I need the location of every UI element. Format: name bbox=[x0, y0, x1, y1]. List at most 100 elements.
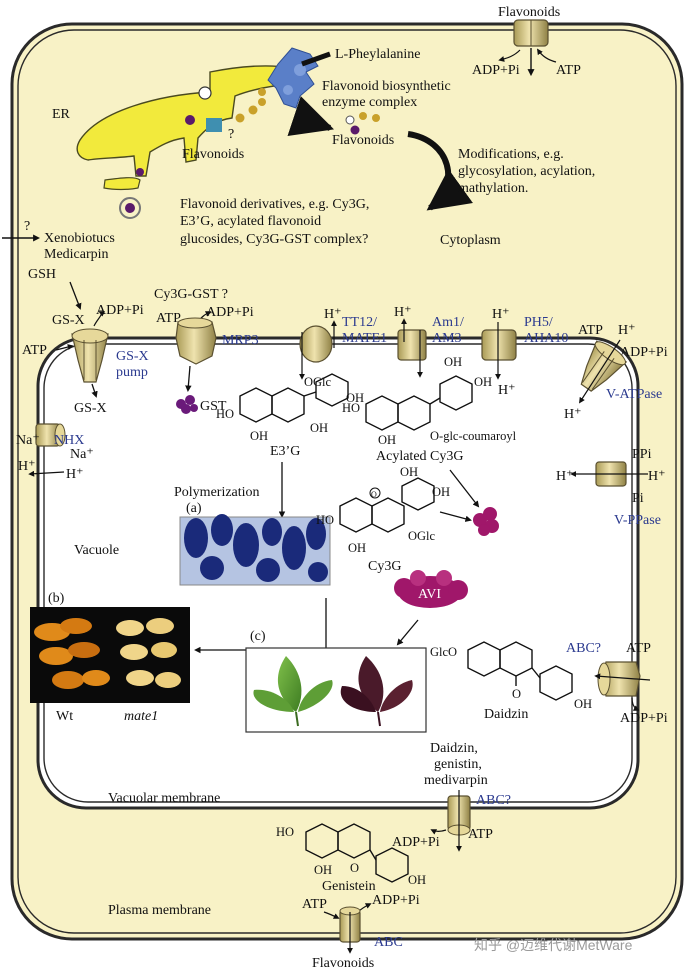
cy3g-structure bbox=[339, 477, 435, 533]
genistein-oh-left: OH bbox=[314, 863, 332, 877]
avi-body bbox=[394, 570, 468, 608]
vppase-h-left: H⁺ bbox=[556, 469, 574, 484]
e3g-oh-lower: OH bbox=[310, 421, 328, 435]
nhx-h-arrow bbox=[28, 470, 65, 477]
watermark: 知乎 @迈维代谢MetWare bbox=[474, 937, 633, 953]
abc-vac-arrow bbox=[594, 673, 651, 681]
panel-c-purple-leaves bbox=[340, 656, 413, 727]
abc-plasma-adp-arrow bbox=[430, 829, 447, 835]
abc-bottom-flavonoids: Flavonoids bbox=[312, 956, 374, 971]
acyl-to-avi-arrow bbox=[449, 469, 480, 508]
mrp3-transporter bbox=[175, 317, 217, 365]
nhx-na-right: Na⁺ bbox=[70, 447, 94, 462]
panel-b-seed-photo bbox=[30, 607, 190, 703]
vppase-name: V-PPase bbox=[614, 513, 661, 528]
abc-bottom-atp: ATP bbox=[302, 897, 327, 912]
am-transporter bbox=[397, 329, 427, 361]
daidzin-structure bbox=[467, 641, 573, 701]
nhx-name: NHX bbox=[54, 433, 84, 448]
cytoplasm-flavonoids-label: Flavonoids bbox=[332, 133, 394, 148]
gsx-atp-label: ATP bbox=[22, 343, 47, 358]
modifications-line1: Modifications, e.g. bbox=[458, 147, 564, 162]
e3g-oh-bottom: OH bbox=[250, 429, 268, 443]
er-label: ER bbox=[52, 107, 71, 122]
mate-name-line2: MATE1 bbox=[342, 331, 387, 346]
gs-x-label: GS-X bbox=[52, 313, 85, 328]
abc-vac-adp-pi: ADP+Pi bbox=[620, 711, 668, 726]
mrp3-adp-pi-label: ADP+Pi bbox=[206, 305, 254, 320]
polymerization-label: Polymerization bbox=[174, 485, 260, 500]
precursor-arrow bbox=[301, 51, 331, 67]
e3g-ho-left: HO bbox=[216, 407, 234, 421]
enzyme-complex-line1: Flavonoid biosynthetic bbox=[322, 79, 451, 94]
xenobiotics-line2: Medicarpin bbox=[44, 247, 109, 262]
modifications-line2: glycosylation, acylation, bbox=[458, 164, 595, 179]
acylated-cy3g-label: Acylated Cy3G bbox=[376, 449, 463, 464]
gsx-atp-arrow bbox=[55, 344, 74, 351]
cy3g-oh-bottom: OH bbox=[348, 541, 366, 555]
panel-c-label: (c) bbox=[250, 629, 266, 644]
cy3g-oh-top1: OH bbox=[400, 465, 418, 479]
er-flavonoids-label: Flavonoids bbox=[182, 147, 244, 162]
abc-vac-name: ABC? bbox=[566, 641, 601, 656]
abc-bottom-adp-pi: ADP+Pi bbox=[372, 893, 420, 908]
e3g-label: E3’G bbox=[270, 444, 300, 459]
abc-plasma-name: ABC? bbox=[476, 793, 511, 808]
xenobiotics-line1: Xenobiotucs bbox=[44, 231, 115, 246]
abc-plasma-cargo-line2: genistin, bbox=[434, 757, 482, 772]
vppase-pi: Pi bbox=[632, 491, 644, 506]
modification-arrow bbox=[407, 131, 473, 211]
nhx-na-left: Na⁺ bbox=[16, 433, 40, 448]
nhx-transporter bbox=[35, 423, 66, 447]
cytoplasm-flavonoid-dots bbox=[345, 112, 380, 135]
abc-bottom-atp-arrow bbox=[323, 911, 340, 919]
er-question: ? bbox=[228, 127, 234, 142]
gsx-pump-transporter bbox=[71, 328, 109, 383]
ph5-name-line2: AHA10 bbox=[524, 331, 568, 346]
vppase-h-right: H⁺ bbox=[648, 469, 666, 484]
vacuole-label: Vacuole bbox=[74, 543, 119, 558]
panel-c-green-leaves bbox=[253, 656, 333, 727]
vatpase-name: V-ATPase bbox=[606, 387, 662, 402]
panel-a-micrograph bbox=[179, 514, 331, 586]
gsx-pump-name-line1: GS-X bbox=[116, 349, 149, 364]
derivatives-line1: Flavonoid derivatives, e.g. Cy3G, bbox=[180, 197, 369, 212]
abc-plasma-adp-pi: ADP+Pi bbox=[392, 835, 440, 850]
acyl-o-glc-coumaroyl: O-glc-coumaroyl bbox=[430, 429, 517, 443]
e3g-structure bbox=[239, 373, 349, 423]
precursor-label: L-Pheylalanine bbox=[335, 47, 421, 62]
cy3g-oh-top2: OH bbox=[432, 485, 450, 499]
abc-vac-atp: ATP bbox=[626, 641, 651, 656]
ph5-name-line1: PH5/ bbox=[524, 315, 553, 330]
abc-bottom-name: ABC bbox=[374, 935, 403, 950]
mrp3-inside-arrow bbox=[185, 365, 192, 392]
derivatives-line2: E3’G, acylated flavonoid bbox=[180, 214, 321, 229]
cy3g-oglc: OGlc bbox=[408, 529, 436, 543]
gsh-label: GSH bbox=[28, 267, 56, 282]
mrp3-atp-label: ATP bbox=[156, 311, 181, 326]
nhx-h-right: H⁺ bbox=[66, 467, 84, 482]
endoplasmic-reticulum bbox=[76, 65, 291, 219]
top-adp-arrow bbox=[498, 49, 521, 62]
acyl-oh-bottom: OH bbox=[378, 433, 396, 447]
xenobiotics-question: ? bbox=[24, 219, 30, 234]
mate-transporter bbox=[299, 325, 333, 363]
top-atp-label: ATP bbox=[556, 63, 581, 78]
e3g-oh-right: OH bbox=[346, 391, 364, 405]
cy3g-label: Cy3G bbox=[368, 559, 401, 574]
gst-label: GST bbox=[200, 399, 227, 414]
anthocyanin-blob-icon bbox=[473, 507, 499, 536]
mate1-label: mate1 bbox=[124, 709, 158, 724]
vatpase-h-plus-top: H⁺ bbox=[618, 323, 636, 338]
abc-vac-transporter bbox=[597, 661, 641, 697]
panel-b-label: (b) bbox=[48, 591, 65, 606]
am-name-line2: AM3 bbox=[432, 331, 462, 346]
gsx-adp-arrow bbox=[93, 311, 106, 327]
abc-plasma-atp: ATP bbox=[468, 827, 493, 842]
vatpase-atp-label: ATP bbox=[578, 323, 603, 338]
genistein-o: O bbox=[350, 861, 359, 875]
vatpase-adp-pi-label: ADP+Pi bbox=[620, 345, 668, 360]
acyl-ho-left: HO bbox=[342, 401, 360, 415]
genistein-label: Genistein bbox=[322, 879, 376, 894]
